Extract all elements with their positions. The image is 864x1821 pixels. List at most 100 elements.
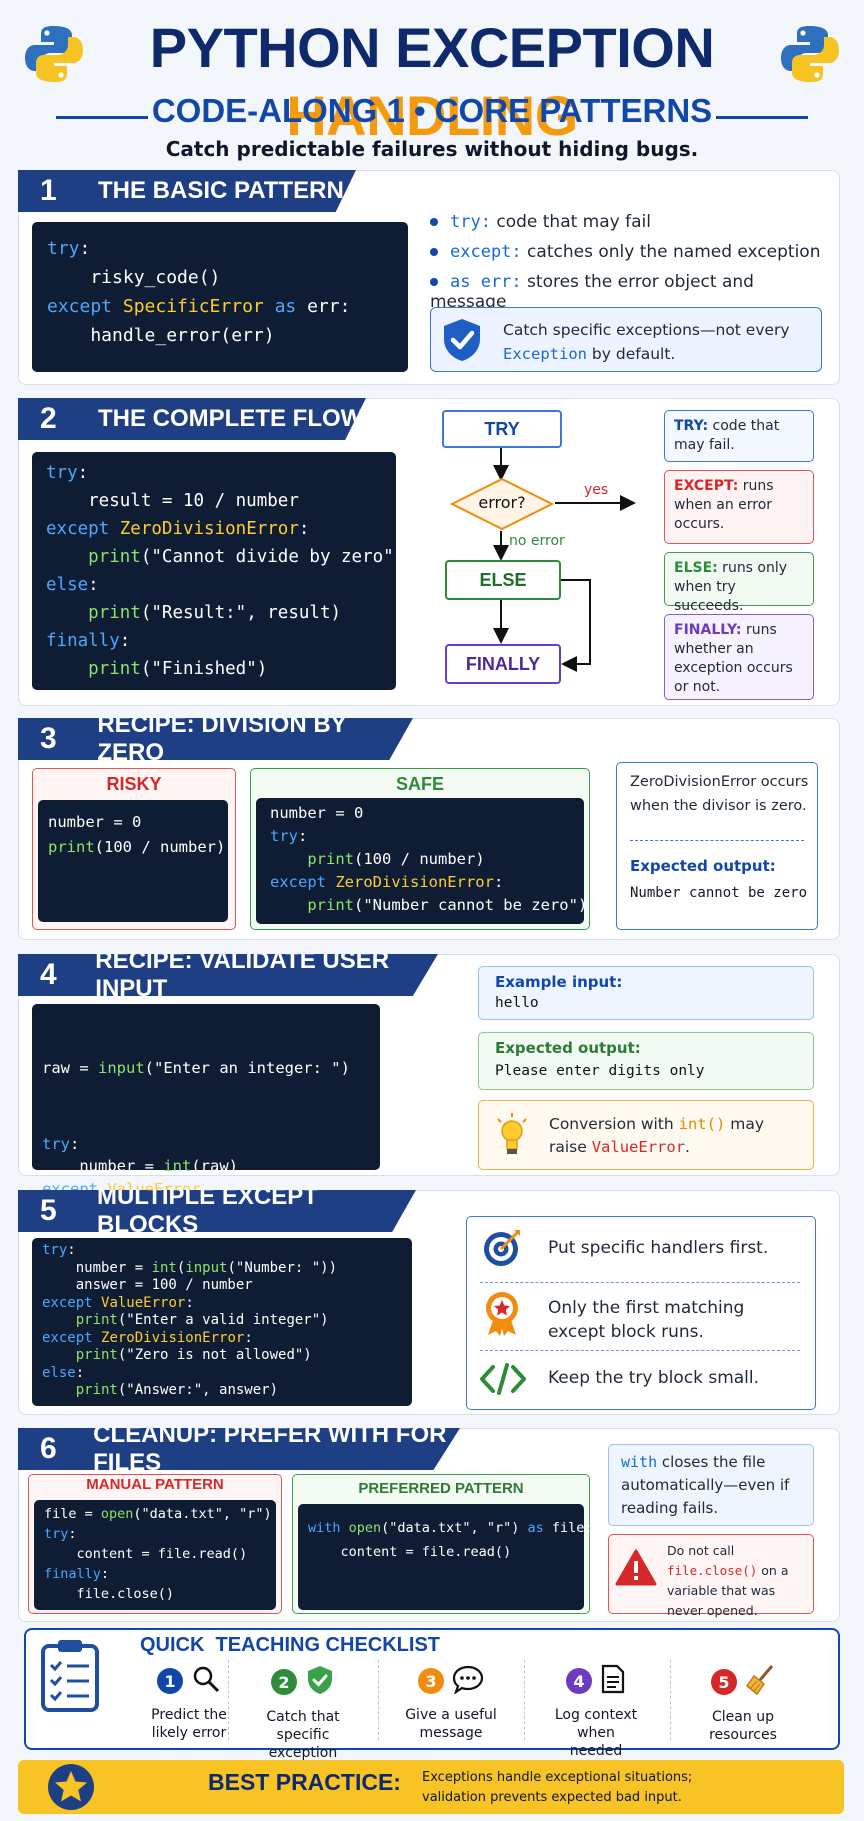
code-line: except ValueError: [42, 1294, 194, 1311]
specific-exceptions-note: Catch specific exceptions—not every Exce… [430, 307, 822, 372]
code-line: try: [44, 1526, 77, 1542]
code-line: try: [270, 827, 308, 845]
code-line: answer = 100 / number [42, 1277, 253, 1293]
speech-bubble-icon [452, 1664, 484, 1698]
section-6-banner: 6 CLEANUP: PREFER WITH FOR FILES [18, 1428, 460, 1470]
shield-check-icon [441, 317, 483, 363]
note-text-end: by default. [587, 345, 676, 363]
code-input-line: raw = input("Enter an integer: ") [42, 1057, 370, 1080]
code-line: try: [47, 238, 91, 259]
checklist-divider [670, 1660, 671, 1740]
checklist-item-text: Clean up resources [709, 1709, 777, 1743]
subtitle-rule-right [716, 116, 808, 119]
magnifier-icon [191, 1664, 221, 1698]
shield-check-icon [305, 1664, 335, 1700]
conversion-tip-text: Conversion with int() may raise ValueErr… [549, 1115, 765, 1156]
code-line: print("Finished") [88, 659, 268, 679]
flow-else-box: ELSE [445, 560, 561, 600]
section-number: 4 [40, 958, 57, 991]
section-2-banner: 2 THE COMPLETE FLOW [18, 398, 366, 440]
checklist-item-2: 2 Catch that specific exception [228, 1664, 378, 1761]
code-line: file.close() [44, 1586, 175, 1602]
best-practice-text: Exceptions handle exceptional situations… [422, 1770, 693, 1805]
code-brackets-icon [480, 1362, 526, 1396]
legend-else: ELSE: runs only when try succeeds. [664, 552, 814, 614]
tip-text: Only the first matching except block run… [548, 1298, 745, 1342]
close-warning-text: Do not call file.close() on a variable t… [667, 1543, 789, 1618]
best-practice-banner [18, 1760, 844, 1814]
python-logo-right-icon [778, 22, 842, 86]
code-block: try: risky_code()except SpecificError as… [32, 222, 408, 372]
section-1-banner: 1 THE BASIC PATTERN [18, 170, 356, 212]
manual-pattern-label: MANUAL PATTERN [86, 1476, 224, 1493]
step-number: 4 [566, 1668, 592, 1694]
section-title: THE BASIC PATTERN [98, 177, 344, 204]
flow-error-label: error? [478, 493, 526, 512]
section-3-banner: 3 RECIPE: DIVISION BY ZERO [18, 718, 413, 760]
close-warning-box: Do not call file.close() on a variable t… [608, 1534, 814, 1618]
code-line: try: [42, 1134, 80, 1153]
python-logo-left-icon [22, 22, 86, 86]
section-number: 5 [40, 1194, 57, 1227]
bullet-item: except: catches only the named exception [430, 242, 830, 262]
expected-output-label: Expected output: [495, 1039, 641, 1057]
target-icon [482, 1228, 522, 1268]
step-number: 5 [711, 1669, 737, 1695]
expected-output-box: Expected output: Please enter digits onl… [478, 1032, 814, 1090]
document-icon [600, 1664, 626, 1698]
tip-divider [480, 1282, 800, 1283]
expected-output-label: Expected output: [630, 857, 776, 875]
flow-error-decision: error? [449, 477, 555, 531]
section-title: THE COMPLETE FLOW [98, 405, 364, 432]
section-number: 2 [40, 402, 57, 435]
code-line: with open("data.txt", "r") as file: [308, 1520, 593, 1536]
section-number: 3 [40, 722, 57, 755]
section-1-bullets: try: code that may fail except: catches … [430, 212, 830, 312]
tip-text: Put specific handlers first. [548, 1238, 769, 1258]
code-line: print("Cannot divide by zero") [88, 547, 405, 567]
tip-divider [480, 1350, 800, 1351]
code-line: print("Zero is not allowed") [75, 1347, 312, 1363]
code-line: print("Number cannot be zero") [307, 896, 588, 914]
code-line: print(100 / number) [307, 850, 485, 868]
code-line: number = int(raw) [42, 1157, 238, 1175]
section-title: RECIPE: DIVISION BY ZERO [97, 711, 347, 766]
code-line: try: [42, 1242, 76, 1258]
broom-icon [745, 1664, 775, 1700]
checklist-item-text: Log context when needed [554, 1707, 638, 1759]
code-line: finally: [46, 631, 131, 651]
legend-finally: FINALLY: runs whether an exception occur… [664, 614, 814, 700]
expected-output-value: Please enter digits only [495, 1063, 705, 1079]
checklist-item-3: 3 Give a useful message [378, 1664, 524, 1744]
best-practice-label: BEST PRACTICE: [208, 1769, 401, 1795]
checklist-item-1: 1 Predict the likely error [114, 1664, 264, 1744]
example-input-value: hello [495, 995, 539, 1011]
code-line: except ZeroDivisionError: [42, 1329, 253, 1346]
code-line: content = file.read() [308, 1544, 512, 1560]
code-line: file = open("data.txt", "r") [44, 1506, 272, 1522]
checklist-divider [378, 1660, 379, 1740]
note-code: Exception [503, 345, 587, 363]
safe-label: SAFE [395, 774, 444, 794]
conversion-tip-box: Conversion with int() may raise ValueErr… [478, 1100, 814, 1170]
code-line: handle_error(err) [47, 325, 275, 346]
division-explainer [616, 762, 818, 930]
checklist-item-5: 5 Clean up resources [670, 1664, 816, 1744]
clipboard-icon [40, 1638, 100, 1714]
section-title: CLEANUP: PREFER WITH FOR FILES [93, 1421, 447, 1476]
code-line: print("Answer:", answer) [75, 1382, 279, 1398]
section-5-banner: 5 MULTIPLE EXCEPT BLOCKS [18, 1190, 416, 1232]
code-line: print("Enter a valid integer") [75, 1312, 329, 1328]
checklist-divider [524, 1660, 525, 1740]
section-title: RECIPE: VALIDATE USER INPUT [95, 947, 390, 1002]
risky-label: RISKY [106, 774, 162, 794]
code-line: else: [46, 575, 99, 595]
section-number: 1 [40, 174, 57, 207]
code-line: except ZeroDivisionError: [270, 873, 504, 891]
code-line: risky_code() [47, 267, 221, 288]
step-number: 2 [271, 1669, 297, 1695]
checklist-title: QUICK TEACHING CHECKLIST [140, 1634, 440, 1656]
page-title: PYTHON EXCEPTION HANDLING [149, 16, 715, 147]
flow-yes-label: yes [584, 482, 609, 498]
